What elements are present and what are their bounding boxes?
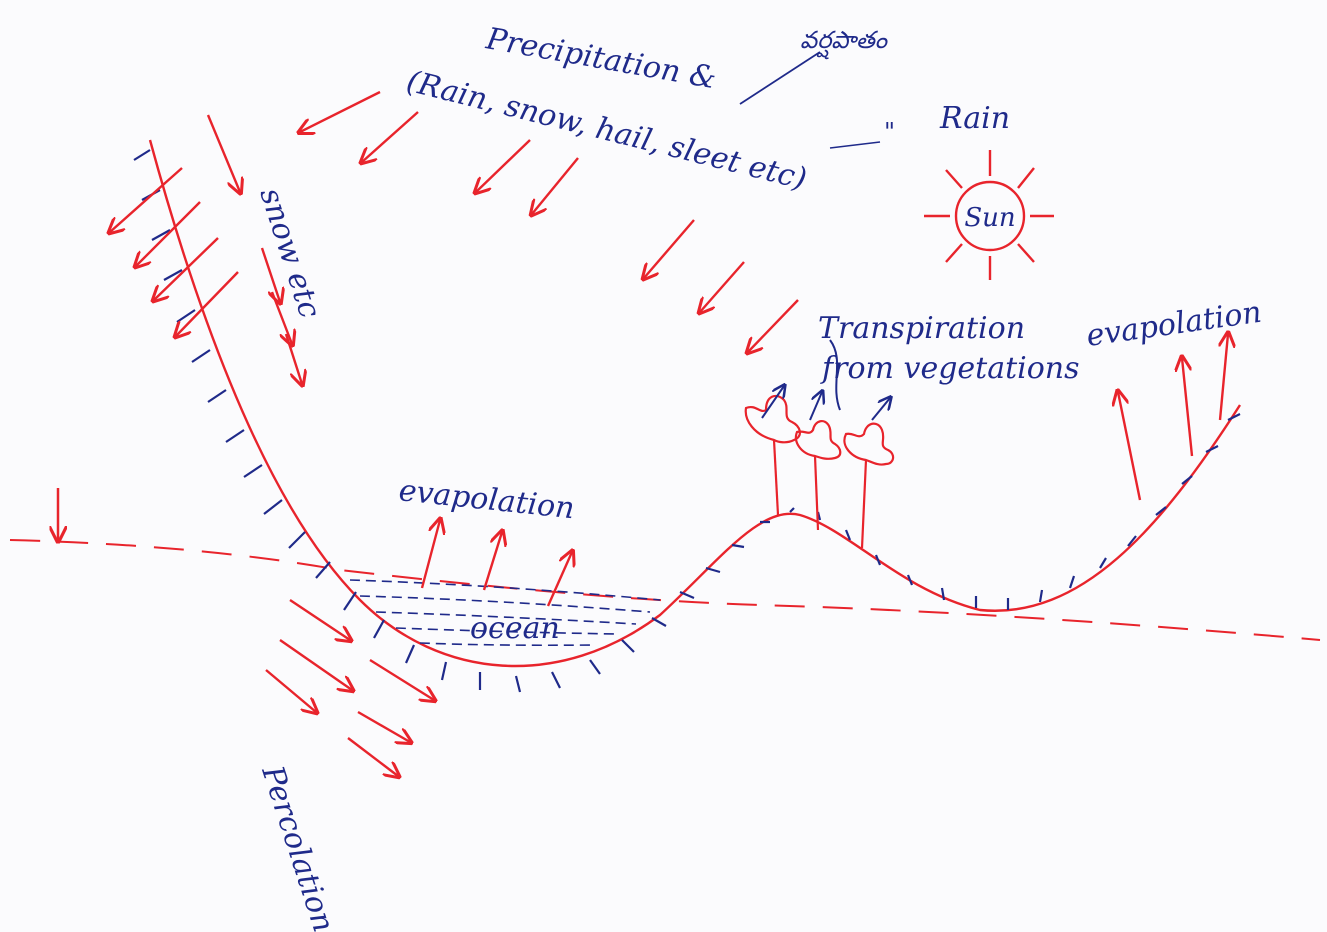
precipitation-title: Precipitation & bbox=[483, 21, 719, 96]
transpiration-label: Transpiration bbox=[818, 311, 1025, 346]
percolation-label: Percolation bbox=[254, 761, 341, 932]
transpiration-source-label: from vegetations bbox=[820, 351, 1080, 386]
precipitation-types: (Rain, snow, hail, sleet etc) bbox=[403, 64, 810, 197]
ditto-pointer-line bbox=[830, 142, 880, 148]
rain-label: Rain bbox=[939, 101, 1010, 136]
evaporation-label-ocean: evapolation bbox=[397, 473, 576, 526]
telugu-annotation: వర్షపాతం bbox=[800, 26, 888, 60]
ocean-label: ocean bbox=[470, 611, 560, 646]
percolation-arrows bbox=[266, 600, 434, 776]
telugu-pointer-line bbox=[740, 52, 820, 104]
ocean-evaporation-arrows bbox=[422, 520, 572, 606]
vegetation bbox=[746, 396, 893, 548]
evaporation-label-right: evapolation bbox=[1084, 295, 1264, 354]
land-evaporation-arrows bbox=[1118, 334, 1228, 500]
transpiration-arrows bbox=[762, 386, 890, 420]
ditto-mark: " bbox=[884, 118, 895, 146]
terrain-profile bbox=[150, 140, 1240, 666]
sun-label: Sun bbox=[964, 203, 1015, 233]
